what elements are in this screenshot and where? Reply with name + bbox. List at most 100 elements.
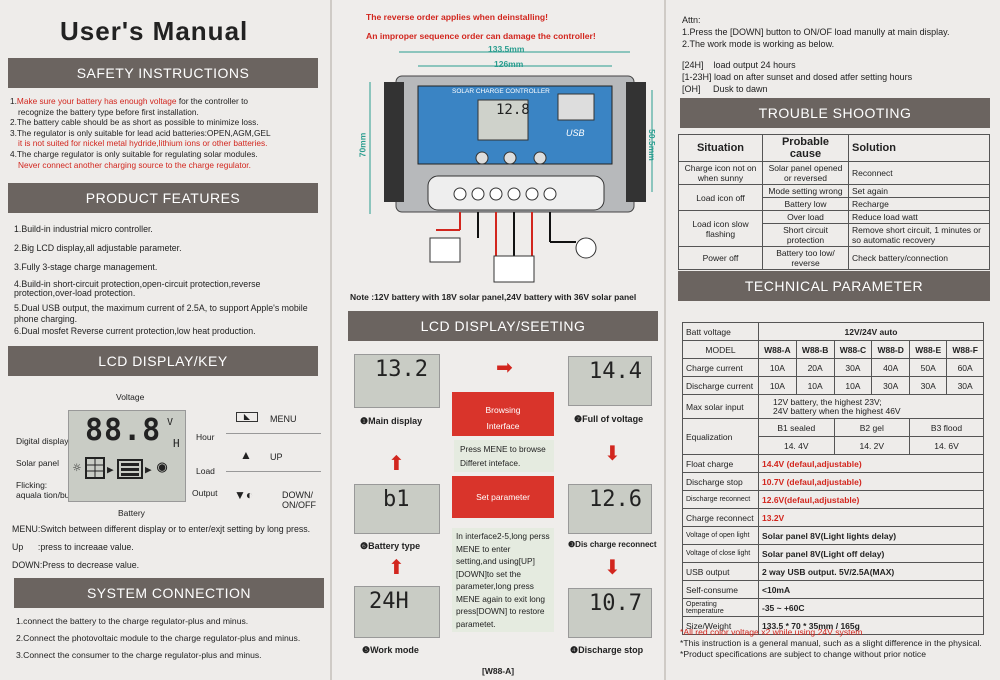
tech-label: Self-consume [682, 580, 759, 599]
up-arrow-icon: ⬆ [388, 453, 405, 475]
system-heading: SYSTEM CONNECTION [14, 578, 324, 608]
trouble-cell: Mode setting wrong [762, 184, 849, 198]
tech-label: Discharge reconnect [682, 490, 759, 509]
trouble-heading: TROUBLE SHOOTING [680, 98, 990, 128]
dis-cell: 10A [758, 376, 797, 395]
panel-left: User's Manual SAFETY INSTRUCTIONS 1.Make… [0, 0, 330, 680]
down-key-label: DOWN/ ON/OFF [282, 490, 316, 510]
step-lcd-1: 13.2 [354, 354, 440, 408]
safety-line: 2.The battery cable should be as short a… [10, 117, 325, 128]
safety-text: The charge regulator is only suitable fo… [16, 148, 258, 159]
warning-sequence: An improper sequence order can damage th… [366, 31, 596, 41]
features-heading: PRODUCT FEATURES [8, 183, 318, 213]
tech-label: Operating temperature [682, 598, 759, 617]
lcd-digits: 88.8 [85, 413, 162, 448]
key-up[interactable]: ▲ UP [226, 444, 321, 472]
step-label-6: ❻Battery type [360, 541, 421, 551]
equal-val: 14. 4V [758, 436, 835, 455]
down-arrow-icon: ▼◐ [234, 488, 254, 502]
attn-mode: [1-23H] load on after sunset and dosed a… [682, 72, 913, 82]
tech-value: 133.5 * 70 * 35mm / 165g [758, 616, 984, 635]
model-cell: W88-B [795, 340, 835, 359]
equal-head: B2 gel [833, 418, 911, 437]
charge-cell: 20A [795, 358, 835, 377]
step-value: 13.2 [375, 357, 428, 382]
up-arrow-icon: ⬆ [388, 557, 405, 579]
flicking-label: Flicking: aquala tion/buck [16, 480, 78, 500]
lcd-panel: 88.8 V H ☼ ▶ ▶ ◉ [68, 410, 186, 502]
tech-value: -35 ~ +60C [758, 598, 984, 617]
footnote-red: *All red color voltage x2 while using 24… [680, 627, 863, 637]
screen-value: 12.8 [496, 102, 530, 118]
tech-value: 10.7V (defaul,adjustable) [758, 472, 984, 491]
usb-label: USB [566, 128, 585, 138]
tech-value: Solar panel 8V(Light lights delay) [758, 526, 984, 545]
lcd-v: V [167, 417, 174, 428]
trouble-cell: Reduce load watt [848, 210, 990, 224]
dis-cell: 10A [833, 376, 873, 395]
feature-item: 2.Big LCD display,all adjustable paramet… [14, 243, 182, 253]
safety-red-text: Make sure your battery has enough voltag… [16, 96, 177, 106]
safety-heading: SAFETY INSTRUCTIONS [8, 58, 318, 88]
step-label-1: ❶Main display [360, 416, 423, 426]
step-value: 10.7 [589, 591, 642, 616]
tech-footnotes: *All red color voltage x2 while using 24… [680, 627, 998, 660]
trouble-cell: Short circuit protection [762, 223, 849, 247]
step-lcd-2: 14.4 [568, 356, 652, 406]
flow-arrow-icon: ▶ [107, 463, 114, 476]
tech-label: Charge current [682, 358, 759, 377]
charge-cell: 10A [758, 358, 797, 377]
tech-value: 2 way USB output. 5V/2.5A(MAX) [758, 562, 984, 581]
trouble-cell: Over load [762, 210, 849, 224]
key-menu[interactable]: ◣ MENU [226, 406, 321, 434]
sun-icon: ☼ [73, 461, 81, 476]
menu-key-icon: ◣ [236, 412, 258, 422]
step-lcd-4: 10.7 [568, 588, 652, 638]
footnote: *This instruction is a general manual, s… [680, 638, 982, 648]
screen-title: SOLAR CHARGE CONTROLLER [452, 88, 550, 95]
tech-heading: TECHNICAL PARAMETER [678, 271, 990, 301]
battery-icon [117, 459, 143, 479]
tech-label: Max solar input [682, 394, 759, 419]
model-cell: W88-F [946, 340, 984, 359]
charge-cell: 30A [833, 358, 873, 377]
feature-item: 1.Build-in industrial micro controller. [14, 224, 153, 234]
charge-cell: 50A [909, 358, 948, 377]
tech-label: Float charge [682, 454, 759, 473]
voltage-label: Voltage [116, 392, 145, 402]
safety-text: recognize the battery type before first … [18, 106, 199, 117]
tech-value: <10mA [758, 580, 984, 599]
tech-label: Discharge current [682, 376, 759, 395]
safety-line: Never connect another charging source to… [10, 160, 325, 171]
trouble-cell: Reconnect [848, 161, 990, 185]
tech-label: Batt voltage [682, 322, 759, 341]
tech-label: MODEL [682, 340, 759, 359]
safety-line: recognize the battery type before first … [10, 107, 325, 118]
panel-right: Attn: 1.Press the [DOWN] button to ON/OF… [666, 0, 1000, 680]
set-note: In interface2-5,long perss MENE to enter… [452, 528, 554, 632]
lcdset-heading: LCD DISPLAY/SEETING [348, 311, 658, 341]
key-down[interactable]: ▼◐ DOWN/ ON/OFF [226, 482, 321, 516]
trouble-cell: Load icon slow flashing [678, 210, 763, 247]
model-cell: W88-A [758, 340, 797, 359]
solar-panel-icon [85, 457, 105, 479]
browse-note: Press MENE to browse Differet inteface. [454, 440, 554, 472]
feature-item: 5.Dual USB output, the maximum current o… [14, 303, 308, 324]
trouble-col-head: Situation [678, 134, 763, 162]
device-note: Note :12V battery with 18V solar panel,2… [350, 292, 637, 302]
warning-deinstall: The reverse order applies when deinstall… [366, 12, 548, 22]
step-value: b1 [383, 487, 410, 512]
solar-panel-label: Solar panel [16, 458, 60, 468]
dis-cell: 30A [871, 376, 911, 395]
step-value: 24H [369, 589, 409, 614]
tech-value: 12V battery, the highest 23V; 24V batter… [758, 394, 984, 419]
tech-value: 14.4V (defaul,adjustable) [758, 454, 984, 473]
bulb-icon: ◉ [157, 457, 168, 477]
step-value: 14.4 [589, 359, 642, 384]
model-code: [W88-A] [482, 666, 515, 676]
tech-label: Equalization [682, 418, 759, 455]
equal-head: B3 flood [909, 418, 984, 437]
key-note: Up :press to increaae value. [12, 542, 134, 552]
menu-key-label: MENU [270, 414, 297, 424]
